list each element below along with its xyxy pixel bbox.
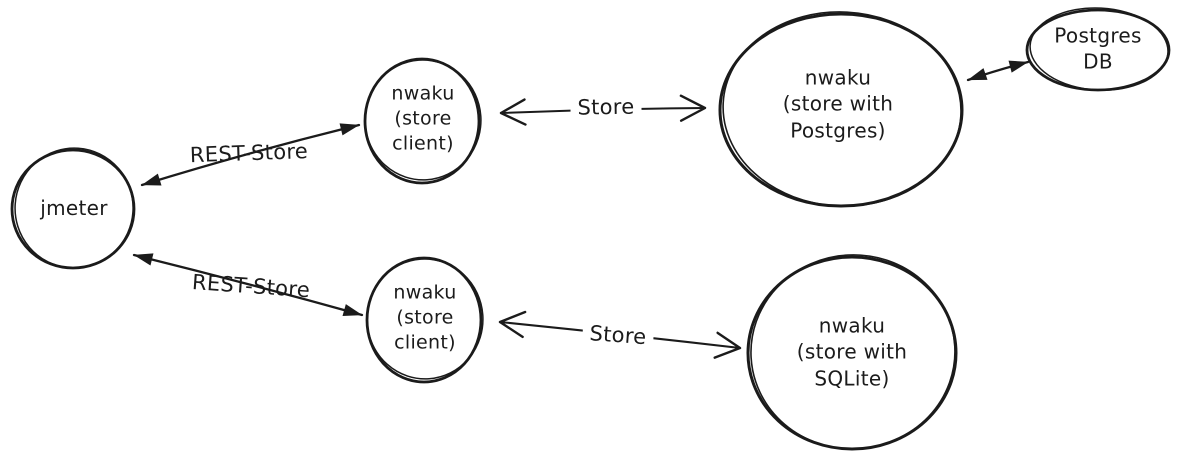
edge-rest-store-top-arrow <box>140 123 361 187</box>
edge-rest-store-bottom-arrow <box>132 253 364 317</box>
node-nwaku-store-client-bottom-shape <box>365 256 484 384</box>
edge-rest-store-top-label: REST-Store <box>189 139 309 168</box>
edge-store-top-label: Store <box>570 93 642 123</box>
node-nwaku-store-client-top-shape <box>363 57 482 185</box>
node-nwaku-store-with-postgres-shape <box>718 11 964 208</box>
node-nwaku-store-client-bottom-label: nwaku (store client) <box>393 281 457 354</box>
node-jmeter-shape <box>10 147 136 270</box>
node-postgres-db-label: Postgres DB <box>1054 23 1142 74</box>
node-nwaku-store-with-sqlite-label: nwaku (store with SQLite) <box>796 313 908 391</box>
node-nwaku-store-with-postgres-label: nwaku (store with Postgres) <box>782 65 894 143</box>
node-nwaku-store-with-sqlite-shape <box>746 254 958 451</box>
node-jmeter-label: jmeter <box>40 195 108 220</box>
node-postgres-db-shape <box>1025 7 1171 92</box>
edge-postgres-db-arrow <box>966 60 1030 82</box>
node-nwaku-store-client-top-label: nwaku (store client) <box>391 82 455 155</box>
edge-store-bottom-label: Store <box>581 319 655 353</box>
